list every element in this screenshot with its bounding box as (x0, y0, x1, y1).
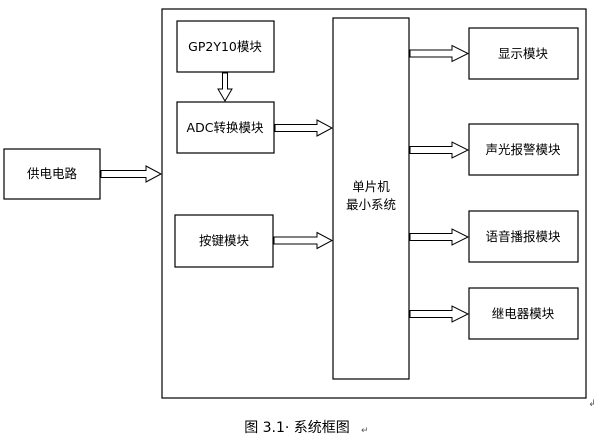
arrow-gp2y10-to-adc (217, 72, 233, 102)
caption-return-mark: ↵ (361, 426, 369, 436)
arrow-mcu-to-voice (409, 228, 470, 246)
gp2y10-module-box (176, 20, 275, 73)
arrow-power-to-system (100, 165, 163, 183)
gp2y10-module-label: GP2Y10模块 (188, 39, 262, 54)
keys-module-label: 按键模块 (199, 233, 250, 248)
arrow-mcu-to-alarm (409, 141, 470, 159)
arrow-adc-to-mcu (274, 119, 334, 137)
alarm-module-label: 声光报警模块 (485, 142, 561, 157)
figure-caption: 图 3.1· 系统框图 (244, 420, 350, 436)
mcu-system-label-line1: 单片机 (352, 179, 390, 194)
relay-module-label: 继电器模块 (492, 306, 555, 321)
mcu-system-label-line2: 最小系统 (346, 197, 396, 212)
display-module-box (468, 27, 579, 80)
arrow-mcu-to-relay (409, 305, 470, 323)
arrow-keys-to-mcu (273, 231, 334, 250)
keys-module-box (174, 214, 274, 268)
power-supply-label: 供电电路 (27, 166, 78, 181)
relay-module-box (468, 287, 579, 340)
corner-return-mark: ↲ (588, 399, 596, 409)
arrow-mcu-to-display (409, 44, 470, 63)
adc-module-box (176, 101, 275, 154)
voice-module-box (468, 210, 579, 263)
adc-module-label: ADC转换模块 (187, 120, 264, 135)
power-supply-box (3, 148, 101, 200)
display-module-label: 显示模块 (498, 46, 549, 61)
alarm-module-box (468, 123, 579, 176)
voice-module-label: 语音播报模块 (485, 229, 561, 244)
mcu-system-box (332, 17, 410, 380)
